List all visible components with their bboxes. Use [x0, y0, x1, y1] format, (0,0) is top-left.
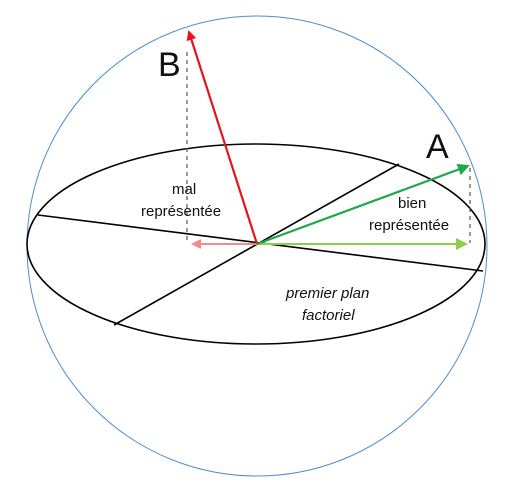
well-represented-line1: bien [398, 195, 426, 212]
plane-ellipse [26, 143, 486, 345]
vector-b-arrow [186, 30, 259, 245]
mal-represented-line1: mal [172, 181, 196, 198]
vector-a-arrow [256, 163, 470, 246]
well-represented-line2: représentée [369, 217, 449, 234]
plane-label-line1: premier plan [285, 285, 369, 302]
plane-label-line2: factoriel [302, 307, 355, 324]
point-b-label: B [158, 46, 181, 84]
mal-represented-line2: représentée [141, 203, 221, 220]
sphere-outline [26, 15, 488, 477]
point-a-label: A [426, 128, 449, 166]
